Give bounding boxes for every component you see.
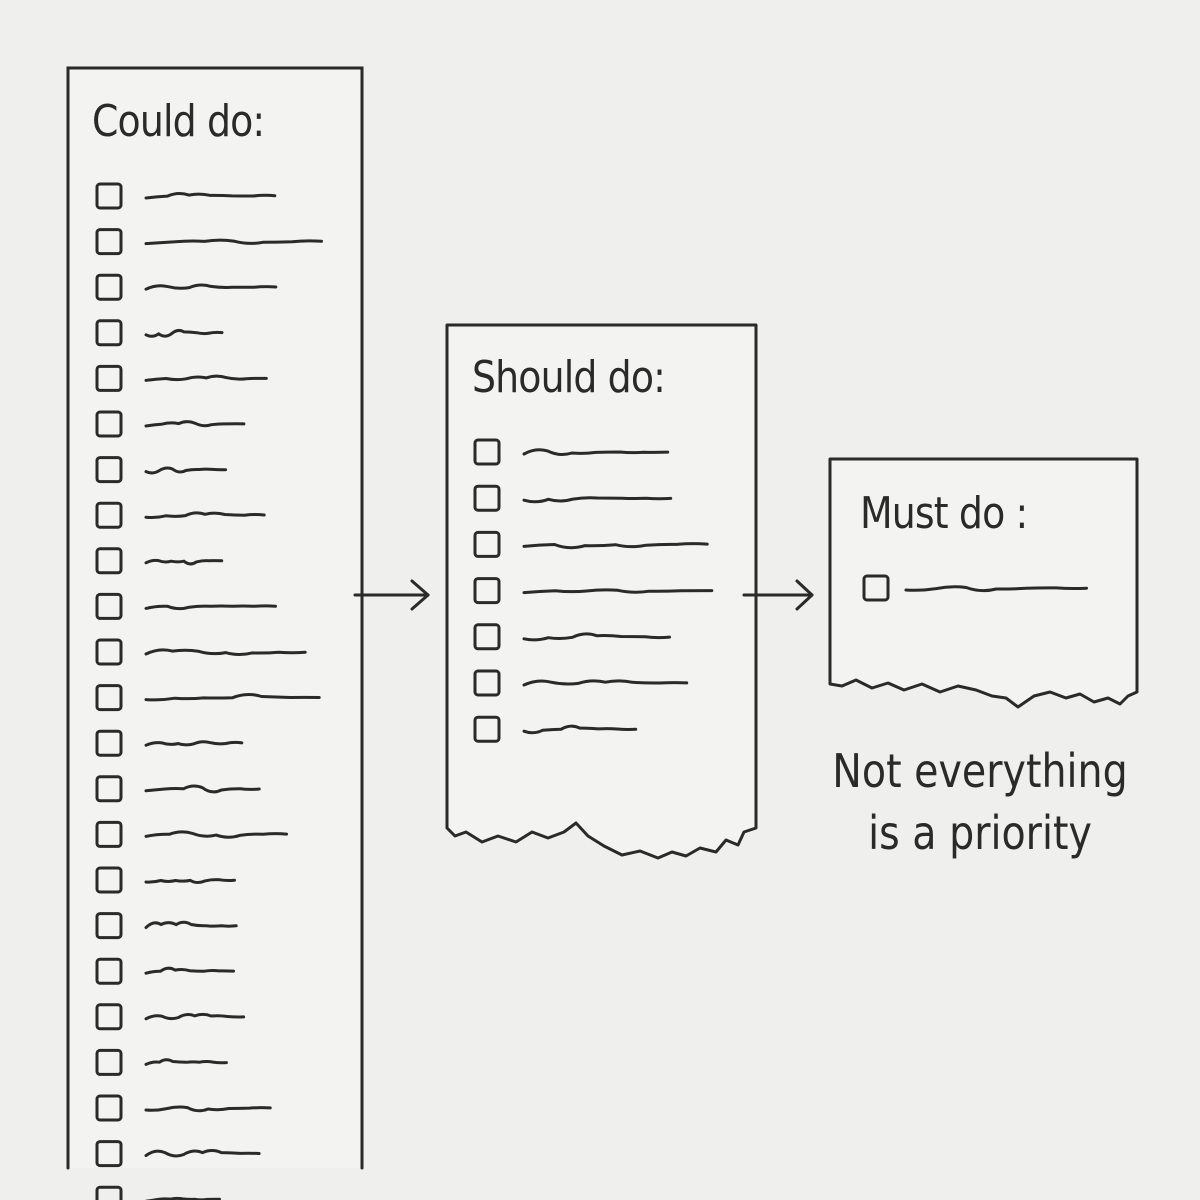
item-text-scribble (144, 466, 228, 475)
checkbox-icon (95, 501, 123, 529)
item-text-scribble (144, 1012, 246, 1021)
must-do-title: Must do : (860, 488, 1028, 539)
should-do-title: Should do: (472, 352, 666, 403)
checkbox-icon (95, 912, 123, 940)
checkbox-icon (95, 820, 123, 848)
could-do-sheet (66, 66, 364, 1170)
item-text-scribble (144, 1105, 272, 1113)
item-text-scribble (144, 1149, 261, 1158)
checkbox-icon (473, 669, 501, 697)
checkbox-icon (473, 715, 501, 743)
checkbox-icon (95, 1003, 123, 1031)
item-text-scribble (144, 830, 288, 839)
item-text-scribble (144, 604, 277, 611)
item-text-scribble (144, 784, 261, 794)
caption-line-2: is a priority (868, 806, 1092, 860)
should-do-sheet (445, 323, 758, 860)
must-do-sheet (828, 457, 1139, 709)
item-text-scribble (144, 693, 321, 702)
item-text-scribble (144, 920, 238, 930)
caption-line-1: Not everything (832, 744, 1128, 798)
checklists (95, 182, 1088, 1200)
checkbox-icon (473, 484, 501, 512)
item-text-scribble (144, 558, 224, 566)
item-text-scribble (522, 496, 673, 504)
checkbox-icon (95, 1140, 123, 1168)
checkbox-icon (95, 729, 123, 757)
checkbox-icon (95, 866, 123, 894)
checkbox-icon (473, 577, 501, 605)
checkbox-icon (95, 1185, 123, 1200)
checkbox-icon (95, 684, 123, 712)
checkbox-icon (95, 547, 123, 575)
checkbox-icon (95, 1094, 123, 1122)
item-text-scribble (904, 585, 1088, 593)
item-text-scribble (144, 328, 224, 338)
item-text-scribble (144, 192, 277, 200)
checkbox-icon (95, 319, 123, 347)
arrow-could-to-should (353, 579, 430, 611)
checkbox-icon (95, 638, 123, 666)
item-text-scribble (144, 966, 235, 975)
checkbox-icon (95, 228, 123, 256)
checkbox-icon (95, 1048, 123, 1076)
checkbox-icon (473, 623, 501, 651)
checkbox-icon (95, 273, 123, 301)
item-text-scribble (522, 588, 714, 595)
checkbox-icon (95, 364, 123, 392)
checkbox-icon (95, 775, 123, 803)
item-text-scribble (144, 1058, 228, 1066)
item-text-scribble (522, 542, 709, 550)
item-text-scribble (144, 878, 236, 885)
item-text-scribble (144, 511, 266, 520)
item-text-scribble (522, 724, 638, 735)
item-text-scribble (144, 648, 307, 657)
item-text-scribble (144, 374, 268, 382)
checkbox-icon (95, 410, 123, 438)
item-text-scribble (522, 448, 670, 457)
checkbox-icon (95, 456, 123, 484)
item-text-scribble (144, 420, 246, 428)
item-text-scribble (145, 1196, 221, 1200)
caption: Not everything is a priority (817, 740, 1144, 864)
checkbox-icon (95, 592, 123, 620)
item-text-scribble (522, 679, 689, 687)
arrow-should-to-must (742, 579, 814, 611)
could-do-title: Could do: (92, 96, 265, 147)
item-text-scribble (144, 283, 278, 291)
checkbox-icon (95, 182, 123, 210)
checkbox-icon (862, 574, 890, 602)
item-text-scribble (144, 740, 244, 747)
item-text-scribble (144, 238, 323, 246)
checkbox-icon (473, 438, 501, 466)
checkbox-icon (95, 957, 123, 985)
checkbox-icon (473, 530, 501, 558)
item-text-scribble (522, 632, 671, 642)
